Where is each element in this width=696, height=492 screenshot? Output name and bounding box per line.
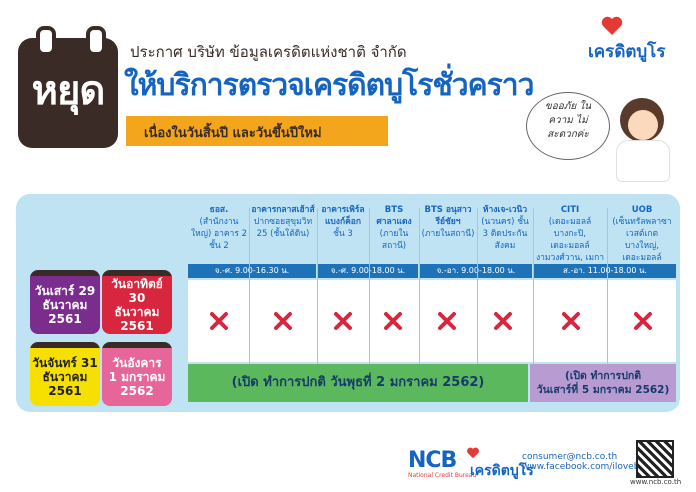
heart-icon (467, 447, 479, 459)
footer-brand: เครดิตบูโร (470, 463, 534, 479)
announcement-text: ประกาศ บริษัท ข้อมูลเครดิตแห่งชาติ จำกัด (130, 43, 407, 61)
hours-bar-4: ส.-อา. 11.00-18.00 น. (534, 264, 676, 278)
website-link[interactable]: www.ncb.co.th (630, 478, 682, 486)
hours-bar-1: จ.-ศ. 9.00-16.30 น. (188, 264, 316, 278)
col-head-glasshouse: อาคารกลาสเฮ้าส์ปากซอยสุขุมวิท 25 (ชั้นใต… (251, 205, 315, 239)
divider (317, 208, 318, 364)
divider (533, 208, 534, 364)
col-head-ghb: ธอส.(สำนักงานใหญ่) อาคาร 2 ชั้น 2 (190, 205, 248, 251)
closed-x-icon (210, 312, 228, 330)
closed-x-icon (634, 312, 652, 330)
calendar-ring-icon (36, 26, 56, 56)
footer-contacts: consumer@ncb.co.th www.facebook.com/ilov… (522, 452, 665, 472)
facebook-link[interactable]: www.facebook.com/ilovebureau (522, 462, 666, 472)
calendar-top-icon (102, 342, 172, 352)
calendar-ring-icon (86, 26, 106, 56)
calendar-top-icon (102, 270, 172, 280)
divider (369, 208, 370, 364)
closed-x-icon (384, 312, 402, 330)
closed-x-icon (494, 312, 512, 330)
calendar-top-icon (30, 342, 100, 352)
closed-x-icon (334, 312, 352, 330)
col-head-uob: UOB(เซ็นทรัลพลาซา เวสต์เกต บางใหญ่, เดอะ… (612, 205, 672, 275)
divider (249, 208, 250, 364)
col-head-bts-victory: BTS อนุสาวรีย์ชัยฯ(ภายในสถานี) (421, 205, 475, 239)
reopen-purple-bar: (เปิด ทำการปกติวันเสาร์ที่ 5 มกราคม 2562… (530, 364, 676, 402)
col-head-jvenue: ห้างเจ-เวนิว(นวนคร) ชั้น 3 ติดประกันสังค… (481, 205, 529, 251)
headline: ให้บริการตรวจเครดิตบูโรชั่วคราว (124, 68, 534, 103)
closed-x-icon (438, 312, 456, 330)
hours-bar-3: จ.-อา. 9.00-18.00 น. (420, 264, 532, 278)
brand-name: เครดิตบูโร (588, 42, 666, 62)
bubble-text: ขออภัย ในความ ไม่สะดวกค่ะ (544, 101, 592, 140)
closed-x-icon (562, 312, 580, 330)
closed-cells (188, 280, 676, 362)
ncb-logo-sub: National Credit Bureau (408, 472, 477, 479)
speech-bubble (526, 92, 610, 160)
mascot-face (628, 110, 658, 140)
stop-calendar-icon (18, 38, 118, 148)
divider (419, 208, 420, 364)
ncb-logo: NCB (408, 448, 457, 473)
divider (607, 208, 608, 364)
stop-word: หยุด (31, 68, 106, 114)
heart-icon (601, 16, 623, 35)
qr-code-icon[interactable] (636, 440, 674, 478)
calendar-top-icon (30, 270, 100, 280)
mascot-body (616, 140, 670, 182)
reopen-green-bar: (เปิด ทำการปกติ วันพุธที่ 2 มกราคม 2562) (188, 364, 528, 402)
subline-text: เนื่องในวันสิ้นปี และวันขึ้นปีใหม่ (144, 126, 322, 141)
col-head-bts-saladaeng: BTS ศาลาแดง(ภายในสถานี) (376, 205, 412, 251)
closed-x-icon (274, 312, 292, 330)
hours-bar-2: จ.-ศ. 9.00-18.00 น. (318, 264, 418, 278)
col-head-pearl: อาคารเพิร์ล แบงก์ค็อกชั้น 3 (321, 205, 365, 239)
divider (477, 208, 478, 364)
email-link[interactable]: consumer@ncb.co.th (522, 452, 618, 462)
subline-band (126, 116, 388, 146)
col-head-citi: CITI(เดอะมอลล์ บางกะปิ, เดอะมอลล์ งามวงศ… (535, 205, 605, 275)
